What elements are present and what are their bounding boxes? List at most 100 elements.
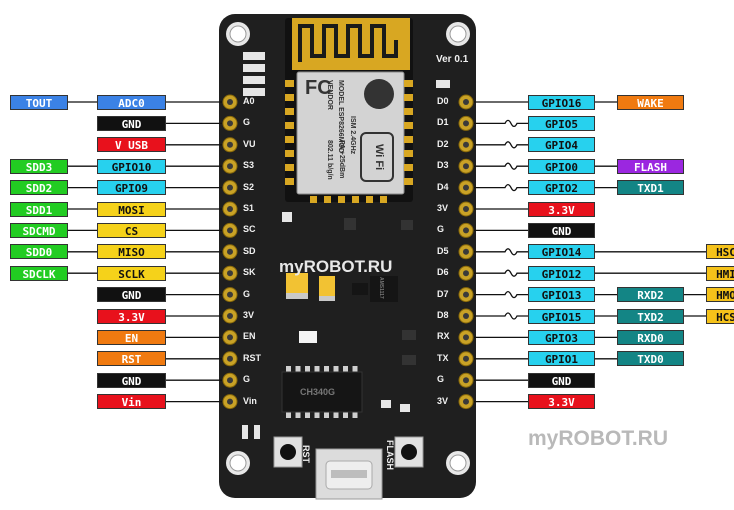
brand-watermark-board: myROBOT.RU bbox=[279, 257, 393, 276]
right-pin-label: D8 bbox=[437, 310, 449, 320]
chip-pin bbox=[352, 366, 358, 373]
flash-button-label: FLASH bbox=[385, 440, 395, 470]
capacitor-1 bbox=[286, 273, 308, 295]
right-gpio-label: GPIO4 bbox=[528, 137, 595, 153]
right-gpio-label: GPIO16 bbox=[528, 94, 595, 110]
right-pin-label: D5 bbox=[437, 245, 449, 256]
chip-pin bbox=[333, 366, 339, 373]
left-pin-label: VU bbox=[243, 138, 256, 149]
right-alt-label: FLASH bbox=[617, 158, 684, 174]
left-header-pin-hole bbox=[227, 291, 233, 298]
module-pad-left bbox=[285, 94, 294, 101]
chip-pin bbox=[352, 411, 358, 418]
micro-usb-port[interactable] bbox=[315, 448, 383, 500]
right-header-pin-hole bbox=[463, 227, 469, 234]
left-header-pin-hole bbox=[227, 270, 233, 277]
right-wire-wavy bbox=[474, 119, 528, 128]
left-function-label: 3.3V bbox=[97, 308, 166, 324]
module-80211-text: 802.11 b/g/n bbox=[326, 140, 333, 180]
right-pin-label: G bbox=[437, 224, 445, 235]
chip-pin bbox=[286, 366, 291, 373]
left-function-label: GND bbox=[97, 115, 166, 131]
module-pad-left bbox=[285, 136, 294, 143]
right-header-pin-hole bbox=[463, 291, 469, 298]
right-gpio-label: GPIO1 bbox=[528, 351, 595, 367]
right-pin-label: D7 bbox=[437, 288, 449, 299]
right-pin-label: D4 bbox=[437, 181, 449, 192]
left-header-pin-hole bbox=[227, 313, 233, 319]
module-pad-right bbox=[404, 178, 413, 185]
left-pin-label: S2 bbox=[243, 181, 255, 192]
module-pad-bottom bbox=[324, 196, 331, 203]
usb-chip bbox=[281, 371, 363, 413]
module-pad-right bbox=[404, 94, 413, 101]
right-gpio-label: GPIO14 bbox=[528, 244, 595, 260]
right-header-pin-hole bbox=[463, 313, 469, 319]
regulator-label: AMS1117 bbox=[378, 277, 384, 299]
chip-pin bbox=[314, 411, 320, 418]
right-wire-wavy bbox=[474, 269, 706, 277]
module-pad-left bbox=[285, 164, 294, 171]
voltage-regulator bbox=[370, 276, 398, 302]
module-pad-right bbox=[404, 136, 413, 143]
right-pin-label: RX bbox=[437, 331, 450, 342]
left-function-label: MISO bbox=[97, 244, 166, 260]
right-alt-label: RXD2 bbox=[617, 287, 684, 303]
right-wire-wavy bbox=[474, 290, 706, 299]
right-alt-label: TXD0 bbox=[617, 351, 684, 367]
right-alt-label: RXD0 bbox=[617, 329, 684, 345]
module-pad-right bbox=[404, 164, 413, 171]
right-header-pin-hole bbox=[463, 141, 469, 148]
left-pin-label: SK bbox=[243, 267, 256, 278]
right-wire-wavy bbox=[474, 141, 528, 149]
left-header-pin-hole bbox=[227, 184, 233, 191]
right-wire-wavy bbox=[474, 312, 706, 320]
flash-button[interactable] bbox=[394, 436, 424, 468]
capacitor-2-pad bbox=[319, 296, 335, 301]
right-header-pin-hole bbox=[463, 99, 469, 105]
left-function-label: EN bbox=[97, 329, 166, 345]
left-outer-label: SDD0 bbox=[10, 244, 68, 260]
right-gpio-label: 3.3V bbox=[528, 201, 595, 217]
left-pin-label: G bbox=[243, 288, 251, 299]
right-gpio-label: GPIO2 bbox=[528, 180, 595, 196]
left-header-pin-hole bbox=[227, 355, 233, 362]
right-alt-label: WAKE bbox=[617, 94, 684, 110]
module-pad-bottom bbox=[366, 196, 373, 203]
chip-pin bbox=[305, 411, 310, 418]
right-pin-label: TX bbox=[437, 352, 449, 363]
right-header-pin-hole bbox=[463, 377, 469, 384]
left-header-pin-hole bbox=[227, 120, 233, 127]
right-hspi-label: HCS bbox=[706, 308, 734, 324]
right-wire-wavy bbox=[474, 162, 617, 170]
right-pin-label: D0 bbox=[437, 96, 449, 106]
chip-pin bbox=[343, 411, 348, 418]
right-header-pin-hole bbox=[463, 398, 469, 405]
right-gpio-label: 3.3V bbox=[528, 394, 595, 410]
regulator-tab bbox=[352, 283, 368, 295]
module-pad-left bbox=[285, 108, 294, 115]
antenna-trace bbox=[298, 24, 398, 62]
left-pin-label: RST bbox=[243, 352, 261, 363]
left-function-label: V USB bbox=[97, 137, 166, 153]
right-hspi-label: HMI bbox=[706, 265, 734, 281]
module-pad-bottom bbox=[310, 196, 317, 203]
chip-pin bbox=[314, 366, 320, 373]
esp-logo-icon bbox=[364, 79, 394, 109]
module-ism-text: ISM 2.4GHz bbox=[349, 116, 356, 155]
right-pin-label: 3V bbox=[437, 395, 449, 406]
right-gpio-label: GPIO0 bbox=[528, 158, 595, 174]
board-version: Ver 0.1 bbox=[436, 54, 469, 65]
right-pin-label: G bbox=[437, 374, 445, 385]
right-alt-label: TXD2 bbox=[617, 308, 684, 324]
fc-logo: FC bbox=[305, 77, 332, 99]
chip-pin bbox=[295, 411, 301, 418]
module-pad-left bbox=[285, 178, 294, 185]
left-function-label: ADC0 bbox=[97, 94, 166, 110]
module-pad-right bbox=[404, 150, 413, 157]
rst-button[interactable] bbox=[273, 436, 303, 468]
right-hspi-label: HMO bbox=[706, 287, 734, 303]
wifi-logo: Wi Fi bbox=[360, 132, 394, 182]
module-pad-bottom bbox=[352, 196, 359, 203]
